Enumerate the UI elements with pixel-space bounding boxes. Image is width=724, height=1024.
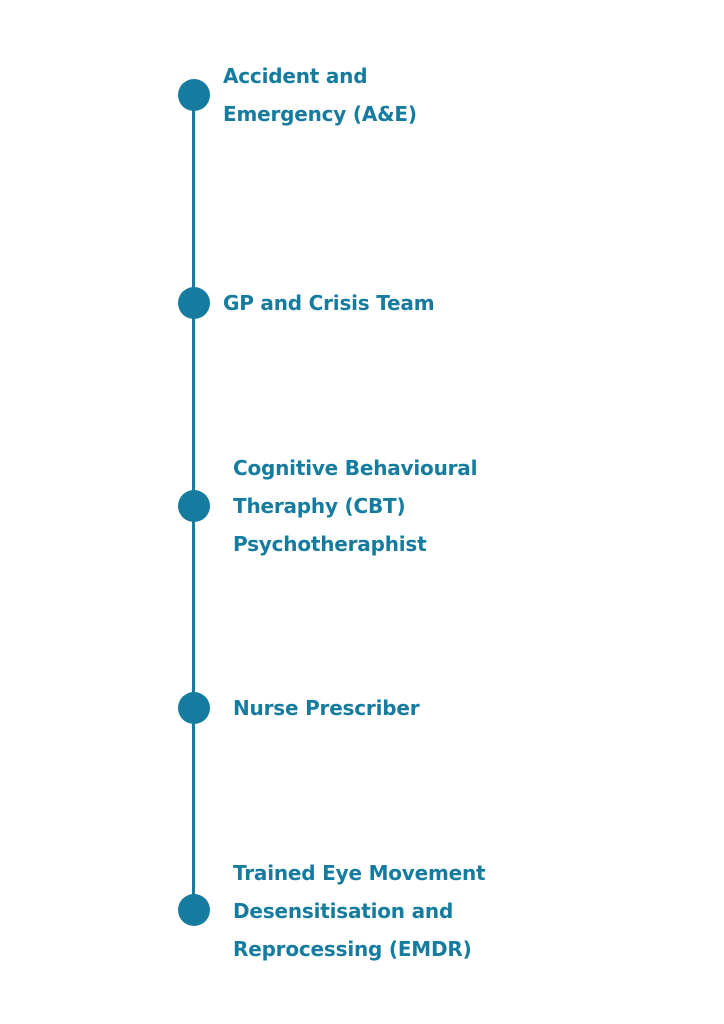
timeline-node xyxy=(178,287,210,319)
step-label-emdr: Trained Eye Movement Desensitisation and… xyxy=(233,854,486,968)
step-label-line: Cognitive Behavioural xyxy=(233,456,478,480)
step-label-gp-crisis-team: GP and Crisis Team xyxy=(223,284,435,322)
step-label-line: GP and Crisis Team xyxy=(223,291,435,315)
step-label-line: Theraphy (CBT) xyxy=(233,494,406,518)
step-label-line: Psychotheraphist xyxy=(233,532,427,556)
timeline-node xyxy=(178,692,210,724)
timeline-node xyxy=(178,894,210,926)
timeline-node xyxy=(178,490,210,522)
timeline-node xyxy=(178,79,210,111)
step-label-line: Trained Eye Movement xyxy=(233,861,486,885)
step-label-accident-emergency: Accident and Emergency (A&E) xyxy=(223,57,417,133)
step-label-cbt: Cognitive Behavioural Theraphy (CBT) Psy… xyxy=(233,449,477,563)
step-label-line: Desensitisation and xyxy=(233,899,454,923)
step-label-line: Emergency (A&E) xyxy=(223,102,417,126)
step-label-line: Nurse Prescriber xyxy=(233,696,420,720)
step-label-nurse-prescriber: Nurse Prescriber xyxy=(233,689,420,727)
step-label-line: Accident and xyxy=(223,64,368,88)
step-label-line: Reprocessing (EMDR) xyxy=(233,937,472,961)
